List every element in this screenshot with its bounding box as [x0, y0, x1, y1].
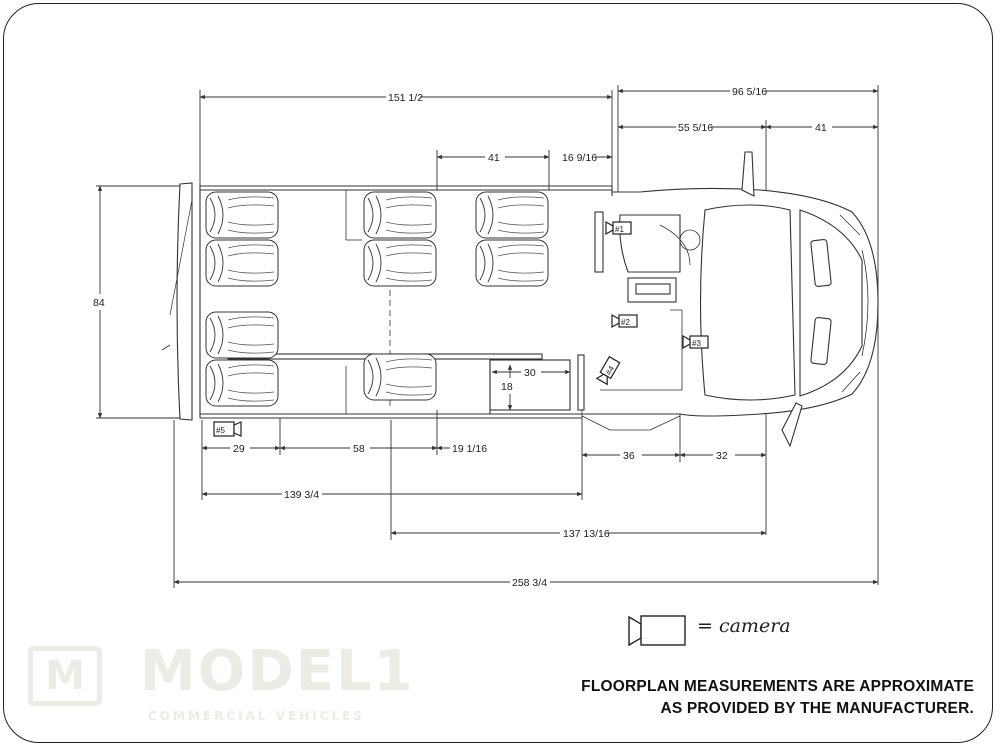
- dim-front-inner: 55 5/16: [678, 122, 713, 134]
- dim-rear-seat-depth: 29: [233, 443, 245, 455]
- dim-front-section: 96 5/16: [732, 86, 767, 98]
- seat-front-2: [475, 239, 549, 287]
- camera-markers: #1 #2 #3 #4 #5: [213, 221, 709, 437]
- dim-locker-width: 30: [524, 367, 536, 379]
- seat-mid-2: [363, 239, 437, 287]
- dim-aisle-offset: 19 1/16: [452, 443, 487, 455]
- svg-text:#2: #2: [621, 318, 630, 327]
- dim-width: 84: [93, 297, 105, 309]
- dim-rear-to-door: 139 3/4: [284, 489, 319, 501]
- camera-legend-label: = camera: [697, 615, 791, 637]
- svg-text:#5: #5: [216, 426, 225, 435]
- seat-rear-4: [205, 359, 279, 407]
- seat-mid-1: [363, 191, 437, 239]
- camera-icon-5: #5: [213, 421, 242, 437]
- camera-icon-1: #1: [605, 221, 632, 235]
- seat-rear-2: [205, 239, 279, 287]
- logo-wordmark: MODEL1: [140, 639, 415, 704]
- page-frame: [3, 3, 993, 743]
- logo-badge: M: [28, 646, 102, 706]
- dim-overall-length: 258 3/4: [512, 577, 547, 589]
- dim-wheelbase: 137 13/16: [563, 528, 610, 540]
- disclaimer-note: FLOORPLAN MEASUREMENTS ARE APPROXIMATE A…: [581, 676, 974, 720]
- logo-tagline: COMMERCIAL VEHICLES: [148, 709, 365, 723]
- dim-front-nose: 41: [815, 122, 827, 134]
- seat-rear-3: [205, 311, 279, 359]
- camera-legend-icon: [628, 615, 686, 647]
- camera-icon-4: #4: [596, 356, 621, 385]
- logo-badge-letter: M: [45, 653, 85, 699]
- seat-rear-1: [205, 191, 279, 239]
- dim-cabin-length: 151 1/2: [388, 92, 423, 104]
- svg-text:#1: #1: [615, 225, 624, 234]
- svg-text:#3: #3: [692, 339, 701, 348]
- camera-icon-3: #3: [682, 335, 709, 349]
- camera-icon-2: #2: [611, 314, 638, 328]
- dim-door-to-cab: 36: [623, 450, 635, 462]
- seat-mid-3: [363, 353, 437, 401]
- seat-front-1: [475, 191, 549, 239]
- disclaimer-line-1: FLOORPLAN MEASUREMENTS ARE APPROXIMATE: [581, 678, 974, 695]
- dim-cab-to-axle: 32: [716, 450, 728, 462]
- dim-step-gap: 16 9/16: [562, 152, 597, 164]
- dim-side-span: 58: [353, 443, 365, 455]
- dim-seat-spacing: 41: [488, 152, 500, 164]
- disclaimer-line-2: AS PROVIDED BY THE MANUFACTURER.: [660, 700, 974, 717]
- passenger-seats: [205, 191, 549, 407]
- dimension-labels: 151 1/2 96 5/16 55 5/16 41 41 16 9/16 84…: [90, 83, 832, 590]
- dim-locker-depth: 18: [501, 381, 513, 393]
- camera-legend: = camera: [628, 615, 791, 647]
